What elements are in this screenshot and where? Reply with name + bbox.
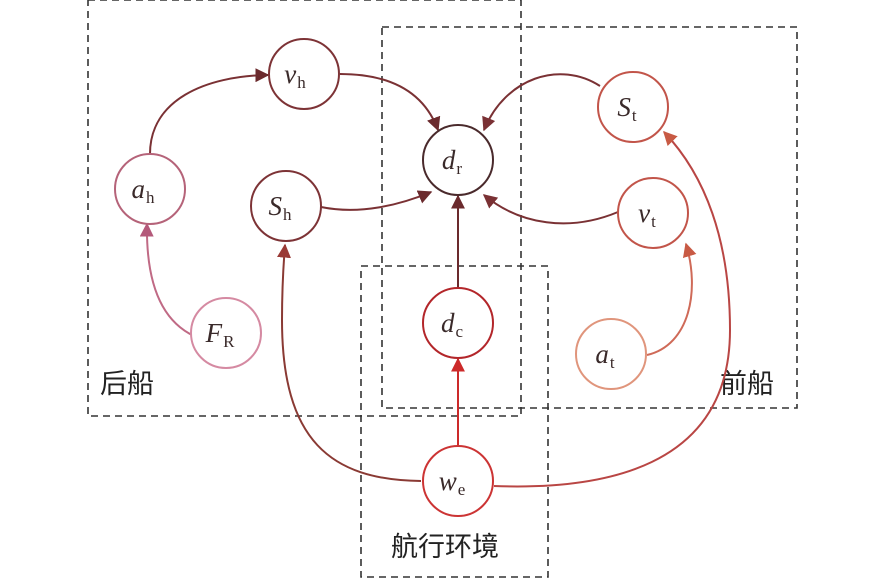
svg-text:dr: dr xyxy=(442,145,463,178)
node-st: St xyxy=(597,71,669,143)
node-dr: dr xyxy=(422,124,494,196)
svg-text:dc: dc xyxy=(441,308,464,341)
node-fr: FR xyxy=(190,297,262,369)
node-sh: Sh xyxy=(250,170,322,242)
rear-ship-region-box xyxy=(87,0,522,417)
edge-st-dr xyxy=(482,73,601,132)
edge-at-vt xyxy=(646,242,697,356)
node-ah: ah xyxy=(114,153,186,225)
svg-text:vt: vt xyxy=(638,198,656,231)
edge-ah-vh xyxy=(149,68,270,155)
node-we: we xyxy=(422,445,494,517)
front-ship-label: 前船 xyxy=(720,369,774,400)
edge-sh-dr xyxy=(320,190,433,211)
svg-text:at: at xyxy=(595,339,615,372)
front-ship-region-box xyxy=(381,26,798,409)
node-vt: vt xyxy=(617,177,689,249)
environment-label: 航行环境 xyxy=(391,532,499,563)
edge-vh-dr xyxy=(339,73,441,132)
environment-region-box xyxy=(360,265,549,578)
edge-fr-ah xyxy=(139,222,195,337)
edge-vt-dr xyxy=(482,194,619,225)
svg-text:we: we xyxy=(439,466,466,499)
node-vh: vh xyxy=(268,38,340,110)
edge-we-sh xyxy=(277,243,422,482)
edge-we-st xyxy=(493,130,732,488)
node-dc: dc xyxy=(422,287,494,359)
node-at: at xyxy=(575,318,647,390)
rear-ship-label: 后船 xyxy=(100,369,154,400)
svg-text:vh: vh xyxy=(284,59,306,92)
svg-text:ah: ah xyxy=(132,174,156,207)
svg-text:FR: FR xyxy=(205,318,236,351)
svg-text:Sh: Sh xyxy=(269,191,293,224)
svg-text:St: St xyxy=(617,92,637,125)
